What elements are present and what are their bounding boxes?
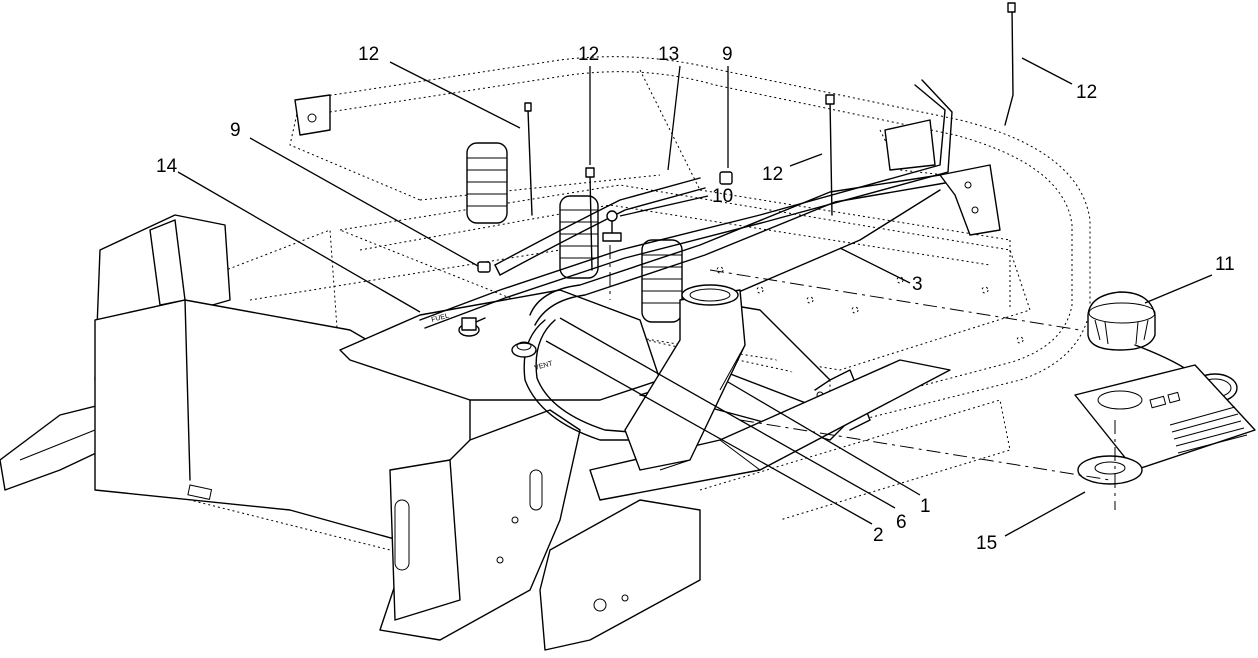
bolt-10: [602, 210, 622, 242]
vent-hose: [529, 174, 946, 326]
callout-10: 10: [712, 186, 733, 207]
callout-14: 14: [156, 156, 178, 177]
cable-tie-12-left: [524, 102, 533, 216]
hose-down-to-tank: [523, 319, 631, 441]
callout-12-center-right: 12: [762, 164, 783, 185]
callout-labels: 12 12 13 9 12 9 14 10 12 3 11 1 6 2 15: [156, 44, 1235, 554]
cable-tie-12-center: [585, 167, 595, 271]
callout-2: 2: [873, 525, 884, 546]
suspension-spring-rear-left: [466, 142, 508, 224]
callout-1: 1: [920, 496, 931, 517]
fuel-line-to-engine: [419, 79, 953, 329]
callout-leaders: [177, 57, 1213, 537]
left-rear-bracket: [294, 94, 331, 136]
filler-neck: [624, 284, 746, 471]
callout-15: 15: [976, 533, 997, 554]
cable-tie-12-right: [825, 94, 835, 216]
cable-tie-12-loose: [1004, 2, 1016, 126]
callout-12-top-left: 12: [358, 44, 379, 65]
hose-clamp-9-left: [477, 261, 491, 273]
assembly-center-lines: [609, 245, 1111, 481]
fuel-decal: [1074, 364, 1256, 471]
fuel-hose-main: [494, 177, 706, 276]
callout-12-top-right: 12: [1076, 82, 1097, 103]
callout-11: 11: [1215, 254, 1235, 275]
fuel-outlet-fitting: [458, 317, 486, 337]
front-frame-tube: [589, 359, 951, 501]
fuel-tank-body: [94, 289, 661, 561]
hose-clamp-9-right: [719, 171, 733, 185]
callout-9-left: 9: [230, 120, 241, 141]
callout-9-top: 9: [722, 44, 733, 65]
fuel-line-3: [719, 189, 941, 301]
fuel-tank-right-label: VENT: [534, 360, 555, 372]
callout-12-top-center: 12: [578, 44, 599, 65]
fuel-tank-left-label: FUEL: [431, 313, 450, 324]
callout-13: 13: [658, 44, 679, 65]
callout-6: 6: [896, 512, 907, 533]
vent-grommet: [511, 341, 537, 358]
rear-frame-bracket: [884, 119, 1001, 236]
front-side-plate: [379, 409, 701, 651]
callout-3: 3: [912, 274, 923, 295]
